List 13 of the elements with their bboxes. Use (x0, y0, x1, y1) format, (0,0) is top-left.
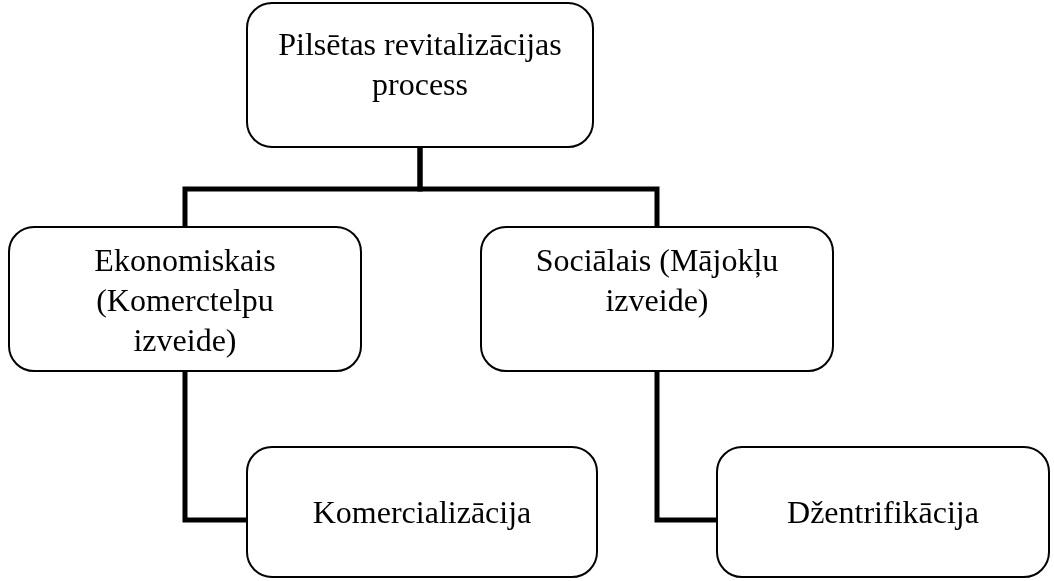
rounded-box (716, 446, 1050, 578)
node-label: Sociālais (Mājokļu izveide) (534, 241, 780, 320)
connector-line (182, 372, 246, 523)
rounded-box (246, 446, 598, 578)
connector-line (417, 148, 660, 226)
node-label: Džentrifikācija (787, 493, 979, 532)
rounded-box (246, 2, 594, 148)
rounded-box (480, 226, 834, 372)
connector-line (654, 372, 716, 523)
node-label: Ekonomiskais (Komerctelpu izveide) (93, 241, 277, 360)
node-label: Komercializācija (312, 493, 532, 532)
node-label: Pilsētas revitalizācijas process (277, 25, 563, 104)
rounded-box (8, 226, 362, 372)
